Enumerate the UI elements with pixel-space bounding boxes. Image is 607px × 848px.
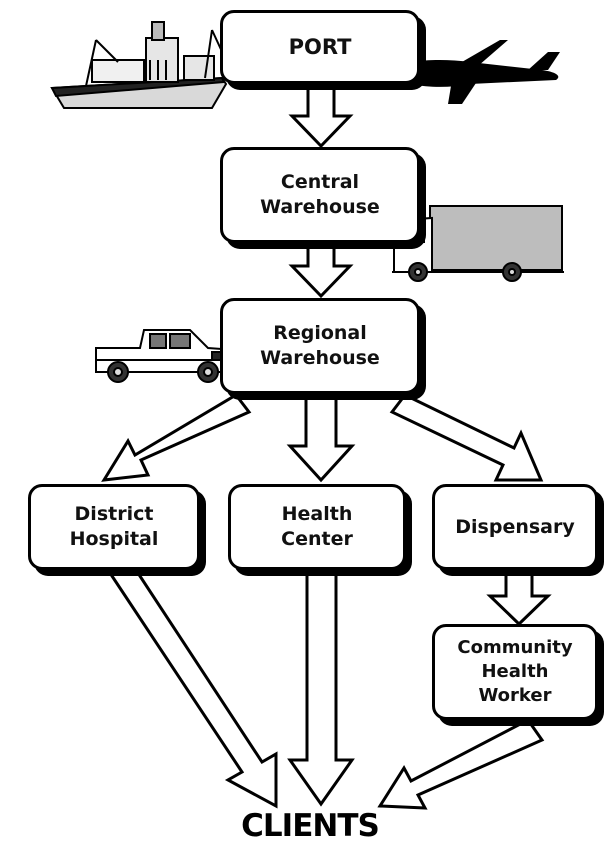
- arrow-central-to-regional: [288, 241, 354, 299]
- arrow-regional-to-district: [101, 393, 252, 482]
- arrow-regional-to-health-center: [286, 393, 356, 483]
- central-warehouse-node: Central Warehouse: [220, 147, 420, 243]
- arrow-chw-to-clients: [377, 718, 545, 810]
- arrow-regional-to-dispensary: [389, 393, 544, 482]
- port-node: PORT: [220, 10, 420, 84]
- arrow-district-to-clients: [105, 568, 278, 809]
- arrow-dispensary-to-chw: [486, 568, 552, 627]
- arrow-port-to-central: [288, 82, 354, 149]
- community-health-worker-node: Community Health Worker: [432, 624, 598, 720]
- clients-label: CLIENTS: [241, 808, 380, 844]
- regional-warehouse-node: Regional Warehouse: [220, 298, 420, 394]
- dispensary-node: Dispensary: [432, 484, 598, 570]
- pickup-truck-icon: [95, 329, 240, 383]
- airplane-icon: [392, 40, 560, 104]
- arrow-health-center-to-clients: [287, 568, 355, 807]
- cargo-ship-icon: [50, 21, 228, 109]
- district-hospital-node: District Hospital: [28, 484, 200, 570]
- health-center-node: Health Center: [228, 484, 406, 570]
